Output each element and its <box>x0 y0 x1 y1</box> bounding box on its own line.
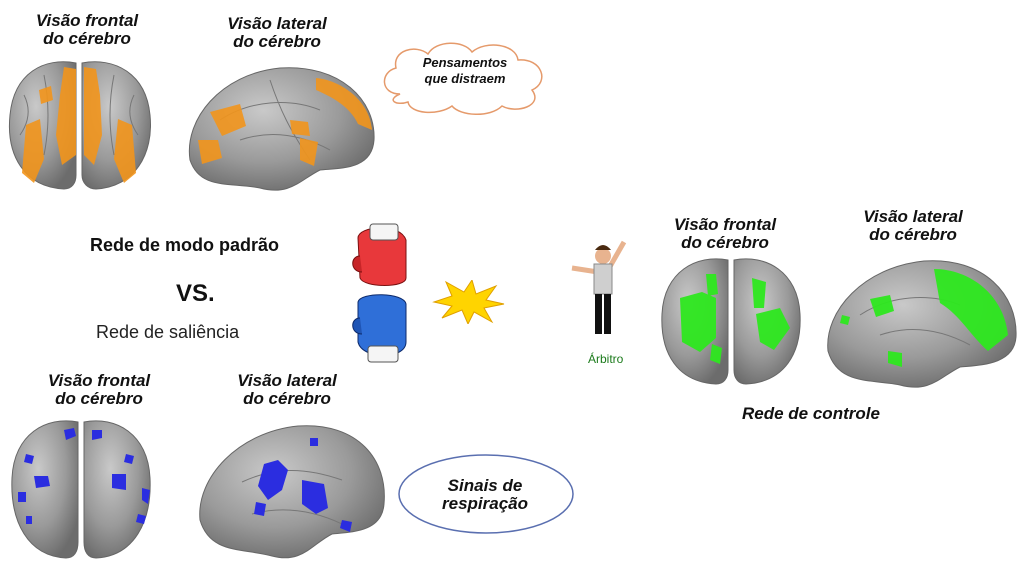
referee-label: Árbitro <box>588 352 624 366</box>
control-lateral-brain-image <box>827 260 1017 388</box>
dmn-lateral-brain-image <box>188 67 375 191</box>
salience-network-title: Rede de saliência <box>96 322 240 342</box>
control-network-title: Rede de controle <box>742 404 880 423</box>
versus-label: VS. <box>176 280 215 307</box>
salience-frontal-brain-image <box>11 420 151 559</box>
boxing-glove-blue-icon <box>352 294 407 363</box>
default-mode-network-title: Rede de modo padrão <box>90 235 280 255</box>
boxing-gloves <box>352 223 407 363</box>
dmn-frontal-brain-image <box>8 61 151 190</box>
control-frontal-brain-image <box>661 258 801 385</box>
impact-star-icon <box>432 280 505 324</box>
breathing-signals-ellipse <box>398 454 574 534</box>
referee-icon <box>571 240 627 334</box>
boxing-glove-red-icon <box>352 223 407 286</box>
distracting-thoughts-cloud <box>383 42 543 115</box>
salience-lateral-brain-image <box>199 425 385 559</box>
